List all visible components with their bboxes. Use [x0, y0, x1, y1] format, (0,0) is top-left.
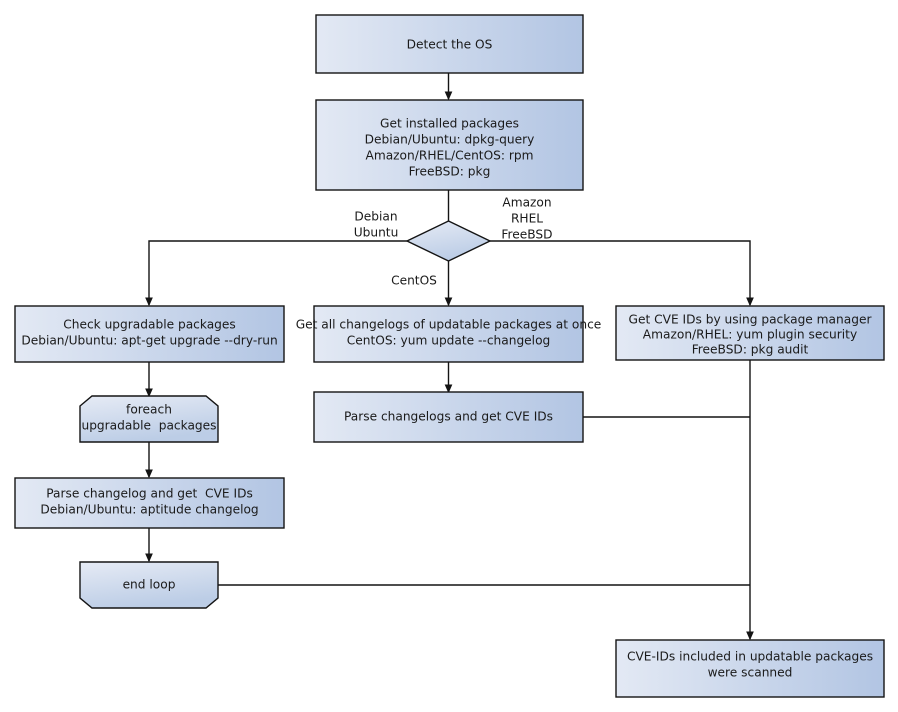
- edge-label-debian-ubuntu: Debian Ubuntu: [354, 210, 399, 240]
- edge-label-amazon: Amazon: [502, 196, 551, 210]
- node-get-cve-ids-pkgmgr[interactable]: Get CVE IDs by using package manager Ama…: [615, 305, 885, 361]
- node-get-all-changelogs[interactable]: Get all changelogs of updatable packages…: [296, 305, 602, 363]
- check-upgradable-box[interactable]: [14, 305, 285, 363]
- check-upgradable-line1: Check upgradable packages: [63, 318, 236, 332]
- edge-label-centos-text: CentOS: [391, 274, 437, 288]
- get-installed-packages-line3: Amazon/RHEL/CentOS: rpm: [365, 149, 533, 163]
- scan-complete-line1: CVE-IDs included in updatable packages: [627, 650, 873, 664]
- node-get-installed-packages[interactable]: Get installed packages Debian/Ubuntu: dp…: [315, 99, 584, 191]
- get-installed-packages-line2: Debian/Ubuntu: dpkg-query: [365, 133, 535, 147]
- foreach-loop-line1: foreach: [126, 403, 172, 417]
- connectors: [145, 73, 754, 641]
- edge-label-rhel: RHEL: [511, 212, 543, 226]
- get-cve-ids-pkgmgr-line1: Get CVE IDs by using package manager: [629, 313, 873, 327]
- edge-decision-to-check-upgradable: [145, 240, 407, 307]
- end-loop-shape[interactable]: [79, 561, 219, 609]
- get-cve-ids-pkgmgr-line2: Amazon/RHEL: yum plugin security: [643, 328, 857, 342]
- edge-label-debian: Debian: [354, 210, 397, 224]
- get-all-changelogs-line2: CentOS: yum update --changelog: [347, 334, 551, 348]
- get-all-changelogs-line1: Get all changelogs of updatable packages…: [296, 318, 602, 332]
- node-end-loop[interactable]: end loop: [79, 561, 219, 609]
- node-scan-complete[interactable]: CVE-IDs included in updatable packages w…: [615, 639, 885, 698]
- edge-label-centos: CentOS: [391, 274, 437, 288]
- get-all-changelogs-box[interactable]: [313, 305, 584, 363]
- edge-label-amazon-rhel-freebsd: Amazon RHEL FreeBSD: [501, 196, 552, 242]
- get-installed-packages-line4: FreeBSD: pkg: [409, 165, 491, 179]
- parse-changelog-single-line1: Parse changelog and get CVE IDs: [46, 487, 253, 501]
- get-installed-packages-box[interactable]: [315, 99, 584, 191]
- check-upgradable-line2: Debian/Ubuntu: apt-get upgrade --dry-run: [21, 334, 277, 348]
- edge-decision-to-get-cve-ids: [490, 240, 754, 307]
- parse-changelogs-bulk-line1: Parse changelogs and get CVE IDs: [344, 410, 553, 424]
- node-parse-changelogs-bulk[interactable]: Parse changelogs and get CVE IDs: [313, 391, 584, 443]
- scan-complete-box[interactable]: [615, 639, 885, 698]
- edge-label-ubuntu: Ubuntu: [354, 226, 399, 240]
- detect-os-box[interactable]: [315, 14, 584, 74]
- os-decision-diamond[interactable]: [405, 220, 492, 262]
- node-check-upgradable[interactable]: Check upgradable packages Debian/Ubuntu:…: [14, 305, 285, 363]
- get-installed-packages-line1: Get installed packages: [380, 117, 519, 131]
- end-loop-label: end loop: [123, 578, 176, 592]
- node-parse-changelog-single[interactable]: Parse changelog and get CVE IDs Debian/U…: [14, 477, 285, 529]
- get-cve-ids-pkgmgr-line3: FreeBSD: pkg audit: [692, 343, 809, 357]
- parse-changelog-single-box[interactable]: [14, 477, 285, 529]
- detect-os-label: Detect the OS: [407, 38, 493, 52]
- edge-label-freebsd: FreeBSD: [501, 228, 552, 242]
- scan-complete-line2: were scanned: [708, 666, 793, 680]
- foreach-loop-shape[interactable]: [79, 395, 219, 443]
- node-os-decision[interactable]: [405, 220, 492, 262]
- foreach-loop-line2: upgradable packages: [81, 419, 216, 433]
- node-foreach-loop[interactable]: foreach upgradable packages: [79, 395, 219, 443]
- parse-changelog-single-line2: Debian/Ubuntu: aptitude changelog: [40, 503, 258, 517]
- node-detect-os[interactable]: Detect the OS: [315, 14, 584, 74]
- get-cve-ids-pkgmgr-box[interactable]: [615, 305, 885, 361]
- parse-changelogs-bulk-box[interactable]: [313, 391, 584, 443]
